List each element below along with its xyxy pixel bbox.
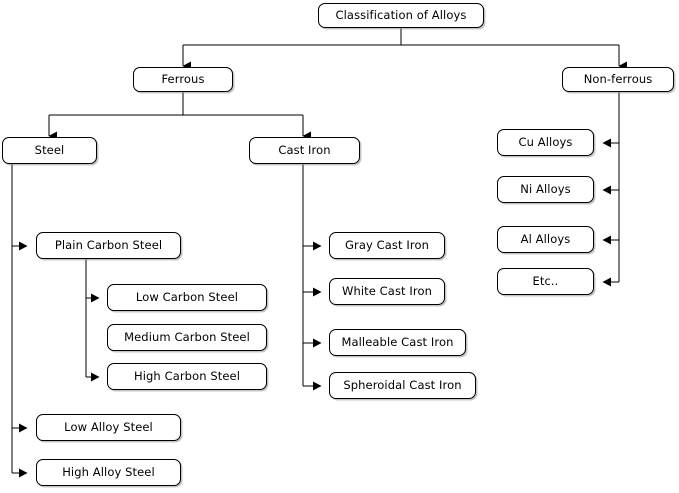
node-label: Steel xyxy=(34,142,65,157)
node-label: Gray Cast Iron xyxy=(345,237,429,252)
node-cast-iron[interactable]: Cast Iron xyxy=(249,137,360,164)
node-label: Ni Alloys xyxy=(520,181,571,196)
node-label: Cu Alloys xyxy=(518,134,573,149)
node-label: Etc.. xyxy=(532,273,559,288)
node-medium-carbon-steel[interactable]: Medium Carbon Steel xyxy=(107,324,267,351)
node-spheroidal-cast-iron[interactable]: Spheroidal Cast Iron xyxy=(329,372,476,399)
node-label: Classification of Alloys xyxy=(335,7,467,22)
node-label: White Cast Iron xyxy=(341,283,433,298)
node-label: Spheroidal Cast Iron xyxy=(343,377,462,392)
node-label: Medium Carbon Steel xyxy=(124,329,250,344)
node-label: Ferrous xyxy=(161,71,205,86)
node-label: High Alloy Steel xyxy=(62,464,155,479)
node-label: Al Alloys xyxy=(520,231,571,246)
node-label: Malleable Cast Iron xyxy=(341,334,454,349)
node-ferrous[interactable]: Ferrous xyxy=(133,67,233,92)
node-plain-carbon-steel[interactable]: Plain Carbon Steel xyxy=(36,232,181,259)
node-label: High Carbon Steel xyxy=(133,368,241,383)
node-gray-cast-iron[interactable]: Gray Cast Iron xyxy=(329,232,445,259)
node-label: Non-ferrous xyxy=(583,71,653,86)
node-high-carbon-steel[interactable]: High Carbon Steel xyxy=(107,363,267,390)
node-label: Cast Iron xyxy=(278,142,331,157)
node-cu-alloys[interactable]: Cu Alloys xyxy=(497,129,594,156)
node-white-cast-iron[interactable]: White Cast Iron xyxy=(329,278,445,305)
node-low-carbon-steel[interactable]: Low Carbon Steel xyxy=(107,284,267,311)
node-label: Low Carbon Steel xyxy=(135,289,239,304)
node-high-alloy-steel[interactable]: High Alloy Steel xyxy=(36,459,181,486)
node-ni-alloys[interactable]: Ni Alloys xyxy=(497,176,594,203)
node-non-ferrous[interactable]: Non-ferrous xyxy=(562,67,674,92)
node-label: Low Alloy Steel xyxy=(64,419,153,434)
node-label: Plain Carbon Steel xyxy=(54,237,163,252)
node-low-alloy-steel[interactable]: Low Alloy Steel xyxy=(36,414,181,441)
node-malleable-cast-iron[interactable]: Malleable Cast Iron xyxy=(329,329,466,356)
node-steel[interactable]: Steel xyxy=(2,137,97,164)
node-al-alloys[interactable]: Al Alloys xyxy=(497,226,594,253)
node-etc[interactable]: Etc.. xyxy=(497,268,594,295)
node-classification-of-alloys[interactable]: Classification of Alloys xyxy=(318,3,484,28)
